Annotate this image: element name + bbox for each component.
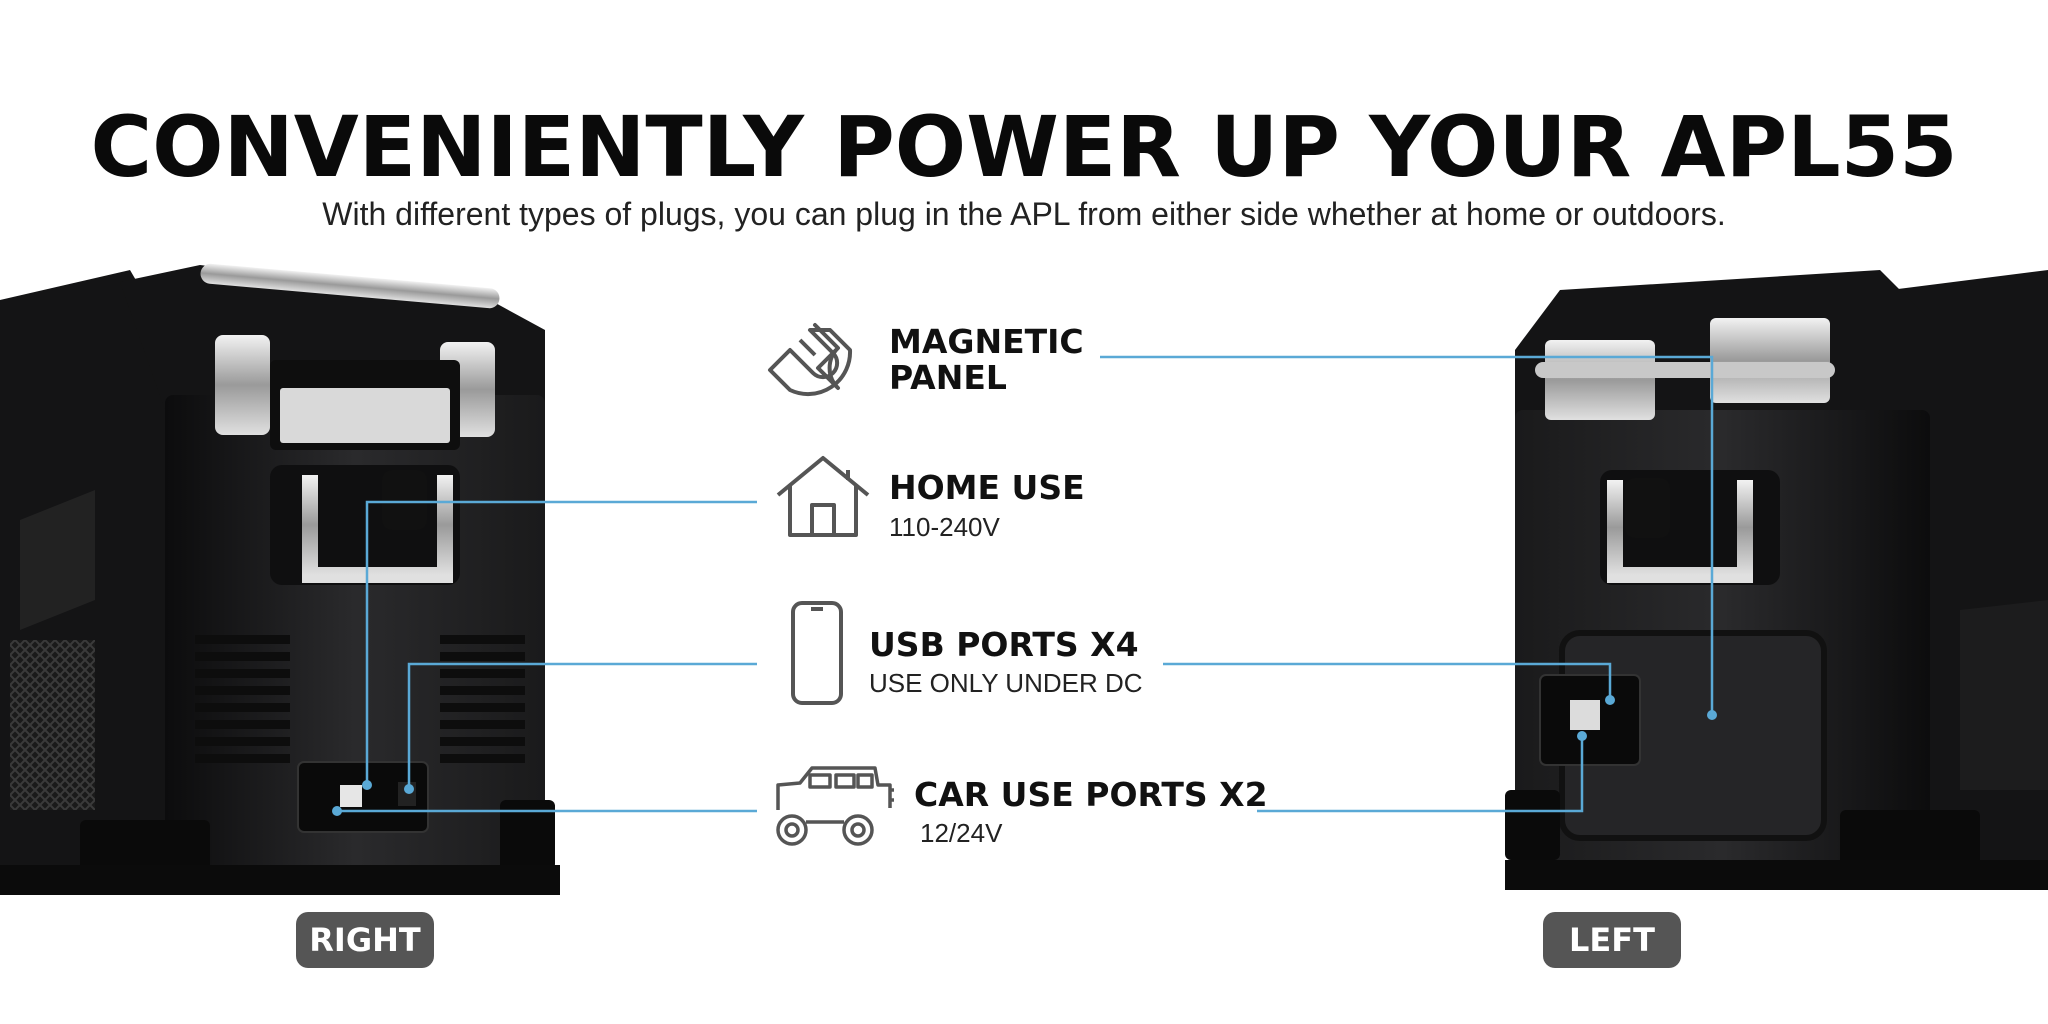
right-side-label: RIGHT (296, 912, 434, 968)
connector-dots (332, 695, 1717, 816)
feature-usb-title: USB PORTS X4 (869, 625, 1139, 664)
connector-lines (337, 355, 1714, 813)
feature-magnetic-title-line1: MAGNETIC (889, 322, 1084, 361)
magnetic-connector (1100, 355, 1714, 715)
cooler-left-side-view (1505, 270, 2048, 890)
feature-home-subtitle: 110-240V (889, 512, 1000, 542)
usb-right-connector (407, 662, 757, 789)
page-title: CONVENIENTLY POWER UP YOUR APL55 (90, 98, 1958, 196)
feature-magnetic-title-line2: PANEL (889, 358, 1007, 397)
usb-left-connector (1163, 662, 1612, 700)
feature-car-title: CAR USE PORTS X2 (914, 775, 1268, 814)
magnet-icon (768, 323, 853, 397)
car-icon (776, 766, 894, 846)
left-side-label: LEFT (1543, 912, 1681, 968)
car-left-connector (1257, 736, 1584, 813)
house-icon (776, 456, 870, 537)
smartphone-icon (791, 601, 843, 705)
feature-car-subtitle: 12/24V (920, 818, 1003, 848)
cooler-right-side-view (0, 263, 560, 895)
feature-home-title: HOME USE (889, 468, 1085, 507)
feature-usb-subtitle: USE ONLY UNDER DC (869, 668, 1143, 698)
page-subtitle: With different types of plugs, you can p… (322, 196, 1726, 232)
home-use-connector (365, 500, 757, 785)
